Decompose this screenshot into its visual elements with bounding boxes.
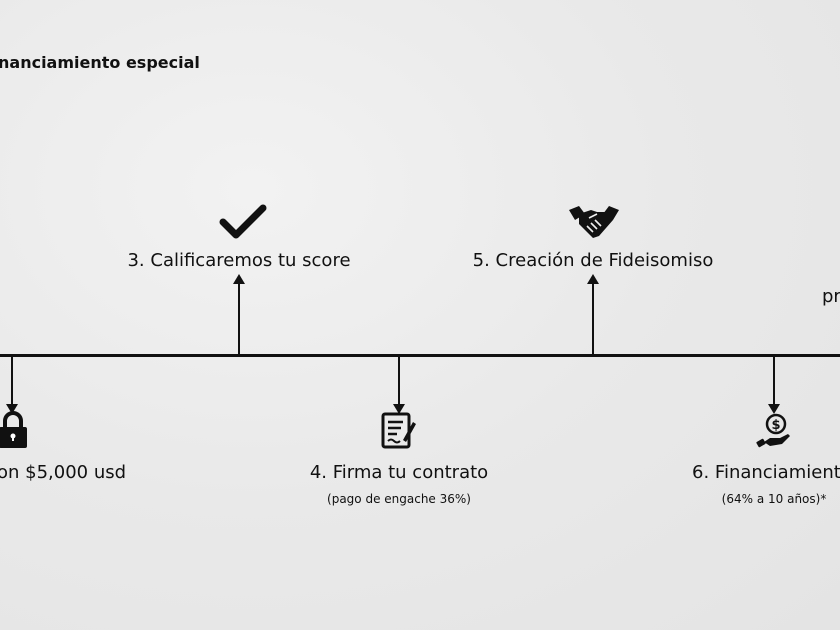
down-arrow: [393, 356, 405, 414]
step-6-label: 6. Financiamient: [692, 462, 840, 483]
step-4-sublabel: (pago de engache 36%): [327, 492, 471, 506]
step-6-sublabel: (64% a 10 años)*: [721, 492, 827, 506]
lock-icon: [0, 411, 27, 448]
up-arrow: [233, 274, 245, 356]
timeline-axis: [0, 354, 840, 357]
handshake-icon: [569, 206, 619, 238]
diagram-title: nanciamiento especial: [0, 53, 200, 72]
contract-sign-icon: [381, 412, 416, 449]
step-2-label: on $5,000 usd: [0, 462, 127, 483]
money-hand-icon: $: [756, 413, 790, 448]
down-arrow: [6, 356, 18, 414]
step-4-label: 4. Firma tu contrato: [309, 462, 489, 483]
up-arrow: [587, 274, 599, 356]
svg-text:$: $: [771, 418, 780, 433]
check-icon: [219, 204, 267, 239]
down-arrow: [768, 356, 780, 414]
step-5-label: 5. Creación de Fideisomiso: [472, 250, 714, 271]
step-7-label: pr: [822, 286, 840, 307]
step-3-label: 3. Calificaremos tu score: [127, 250, 351, 271]
